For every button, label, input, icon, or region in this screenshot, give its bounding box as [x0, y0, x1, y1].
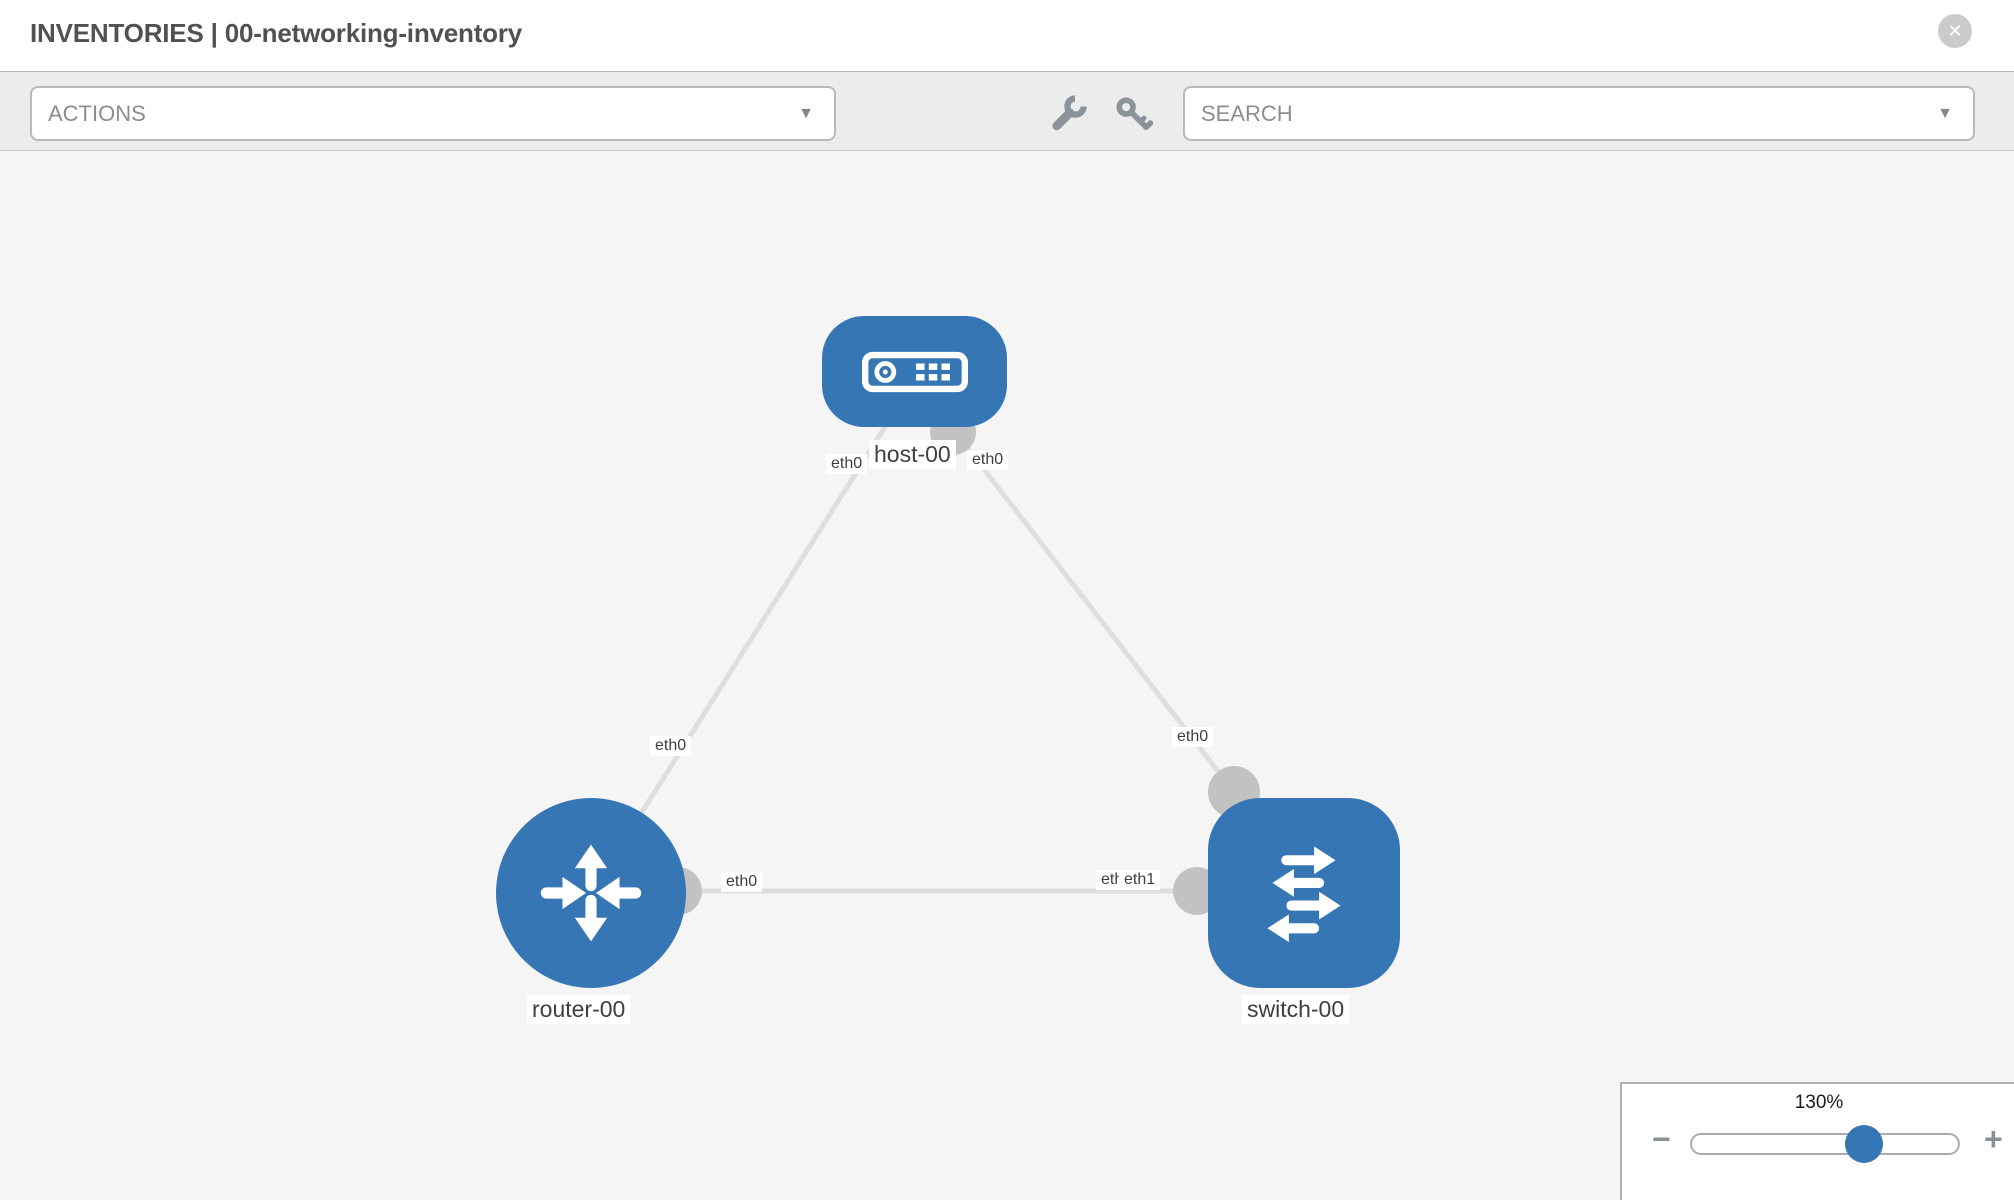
router-icon: [540, 844, 642, 942]
host-icon: [861, 351, 968, 392]
actions-dropdown[interactable]: ACTIONS ▼: [30, 86, 836, 141]
interface-label: eth0: [967, 450, 1009, 470]
wrench-icon: [1052, 95, 1087, 131]
chevron-down-icon: ▼: [798, 104, 814, 122]
interface-label: eth0: [826, 454, 868, 474]
configure-button[interactable]: [1048, 94, 1088, 134]
node-label-switch: switch-00: [1242, 995, 1350, 1024]
interface-label: eth0: [650, 736, 692, 756]
topology-links-layer: [588, 409, 1304, 915]
node-label-router: router-00: [527, 995, 631, 1024]
actions-dropdown-label: ACTIONS: [48, 100, 146, 126]
search-dropdown[interactable]: SEARCH ▼: [1183, 86, 1975, 141]
node-label-host: host-00: [869, 440, 956, 469]
interface-label: eth1: [1119, 870, 1161, 890]
zoom-out-button[interactable]: −: [1652, 1121, 1671, 1157]
close-glyph: ✕: [1947, 20, 1963, 41]
node-router[interactable]: [496, 798, 686, 988]
interface-label: eth0: [721, 872, 763, 892]
toolbar: ACTIONS ▼ SEARCH ▼: [0, 71, 2014, 151]
node-switch[interactable]: [1208, 798, 1400, 988]
close-icon[interactable]: ✕: [1938, 14, 1972, 48]
zoom-in-button[interactable]: +: [1984, 1121, 2003, 1157]
node-host[interactable]: [822, 316, 1007, 427]
header-bar: INVENTORIES | 00-networking-inventory ✕: [0, 0, 2014, 71]
zoom-panel: 130% − +: [1620, 1082, 2014, 1200]
zoom-slider-track[interactable]: [1690, 1125, 1960, 1163]
switch-icon: [1267, 846, 1341, 943]
search-dropdown-label: SEARCH: [1201, 100, 1293, 126]
zoom-slider-thumb[interactable]: [1845, 1125, 1883, 1163]
interface-label: eth0: [1172, 727, 1214, 747]
chevron-down-icon: ▼: [1937, 104, 1953, 122]
page-title: INVENTORIES | 00-networking-inventory: [30, 18, 523, 48]
credentials-button[interactable]: [1113, 94, 1154, 134]
key-icon: [1116, 97, 1154, 130]
topology-canvas[interactable]: eth0 host-00 eth0 eth0 eth0 eth0 eth0 et…: [0, 151, 2014, 1200]
zoom-level-readout: 130%: [1794, 1092, 1844, 1113]
